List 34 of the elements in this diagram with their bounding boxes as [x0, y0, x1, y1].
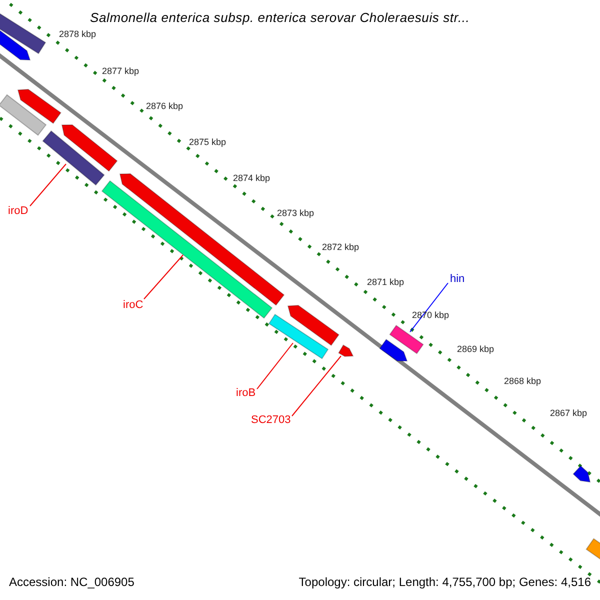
scale-label: 2867 kbp [550, 409, 588, 418]
gene-label: hin [450, 274, 465, 285]
leader-line [256, 342, 294, 390]
scale-label: 2875 kbp [189, 138, 226, 147]
scale-label: 2871 kbp [367, 278, 404, 287]
scale-label: 2869 kbp [457, 345, 494, 354]
scale-label: 2874 kbp [233, 174, 270, 183]
title: Salmonella enterica subsp. enterica serovar Choleraesuis str... [90, 11, 470, 24]
gene-feature [42, 130, 105, 186]
gene-feature [287, 304, 340, 346]
scale-label: 2872 kbp [322, 243, 360, 252]
gene-label: iroB [236, 388, 256, 399]
leader-line [30, 164, 66, 206]
gene-feature [572, 465, 591, 483]
gene-label: iroC [123, 300, 144, 311]
gene-feature [61, 124, 118, 172]
scale-label: 2868 kbp [504, 377, 542, 386]
scale-label: 2878 kbp [59, 30, 96, 39]
gene-feature [389, 324, 424, 354]
footer-text: Accession: NC_006905 [9, 576, 134, 588]
gene-feature [0, 94, 47, 136]
gene-label: iroD [8, 206, 28, 217]
scale-label: 2873 kbp [277, 209, 314, 218]
scale-label: 2877 kbp [102, 67, 140, 76]
gene-feature [379, 338, 408, 362]
scale-label: 2876 kbp [146, 102, 184, 111]
leader-line [292, 356, 342, 416]
leader-line [410, 282, 448, 332]
leader-line [144, 254, 184, 300]
gene-feature [268, 314, 329, 360]
gene-feature [338, 344, 354, 357]
footer-text: Topology: circular; Length: 4,755,700 bp; Genes: 4,516 [298, 576, 591, 588]
gene-feature [17, 88, 62, 124]
gene-label: SC2703 [251, 415, 291, 426]
